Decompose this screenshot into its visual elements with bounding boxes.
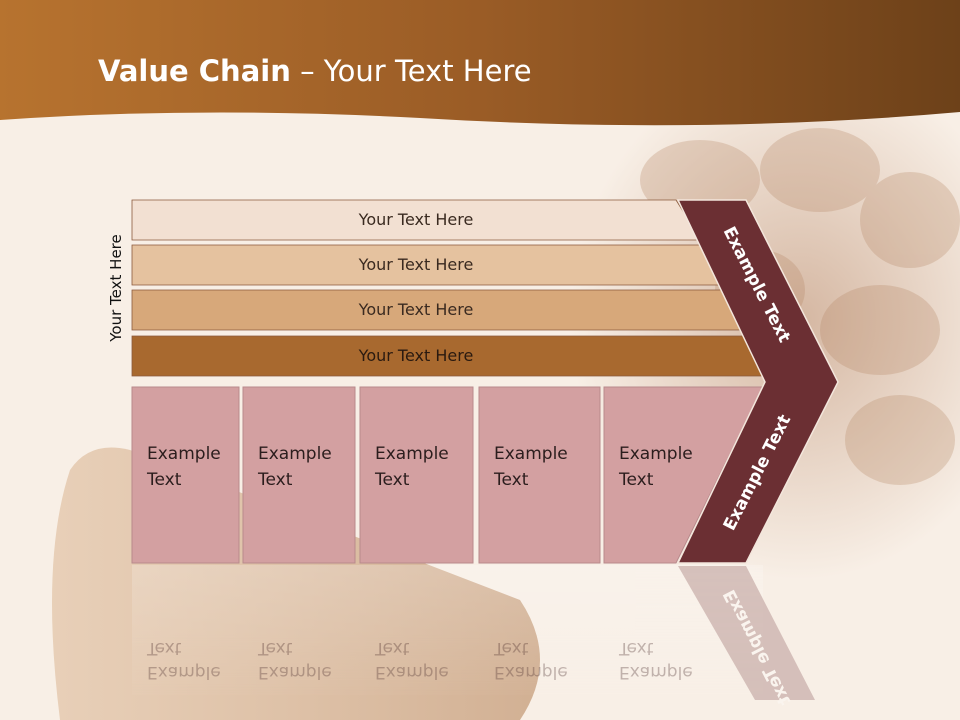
column-label-line2: Text — [257, 470, 293, 490]
reflection-label-line2: Text — [374, 638, 410, 658]
value-columns: ExampleTextExampleTextExampleTextExample… — [131, 386, 764, 564]
reflection-label-line2: Text — [493, 638, 529, 658]
side-label: Your Text Here — [107, 234, 125, 342]
column-label-line2: Text — [618, 470, 654, 490]
column-box — [359, 386, 474, 564]
value-row: Your Text Here — [131, 244, 730, 286]
column-label-line2: Text — [493, 470, 529, 490]
header-band — [0, 0, 960, 126]
column-label-line1: Example — [494, 444, 568, 464]
reflection-label-line2: Text — [146, 638, 182, 658]
column-label-line2: Text — [374, 470, 410, 490]
column-label-line1: Example — [619, 444, 693, 464]
column-label-line1: Example — [375, 444, 449, 464]
column-label-line1: Example — [147, 444, 221, 464]
column-box — [242, 386, 356, 564]
row-label: Your Text Here — [358, 255, 474, 274]
reflection-label-line1: Example — [619, 662, 693, 682]
row-label: Your Text Here — [358, 346, 474, 365]
column-box — [478, 386, 601, 564]
reflection-chevron — [678, 566, 815, 700]
title-bold: Value Chain — [98, 54, 291, 88]
row-label: Your Text Here — [358, 300, 474, 319]
reflection-label-line1: Example — [258, 662, 332, 682]
reflection-label-line1: Example — [375, 662, 449, 682]
reflection-label-line2: Text — [618, 638, 654, 658]
reflection-label-line2: Text — [257, 638, 293, 658]
title-rest: – Your Text Here — [290, 54, 532, 88]
column-label-line1: Example — [258, 444, 332, 464]
column-box — [131, 386, 240, 564]
reflection-label-line1: Example — [147, 662, 221, 682]
value-row: Your Text Here — [131, 289, 758, 331]
value-row: Your Text Here — [131, 199, 702, 241]
column-box — [603, 386, 764, 564]
slide-title: Value Chain – Your Text Here — [98, 54, 532, 88]
reflection-label-line1: Example — [494, 662, 568, 682]
chevron-shape — [676, 199, 839, 564]
reflection-sheen — [132, 565, 763, 695]
row-label: Your Text Here — [358, 210, 474, 229]
column-label-line2: Text — [146, 470, 182, 490]
value-row: Your Text Here — [131, 335, 786, 377]
